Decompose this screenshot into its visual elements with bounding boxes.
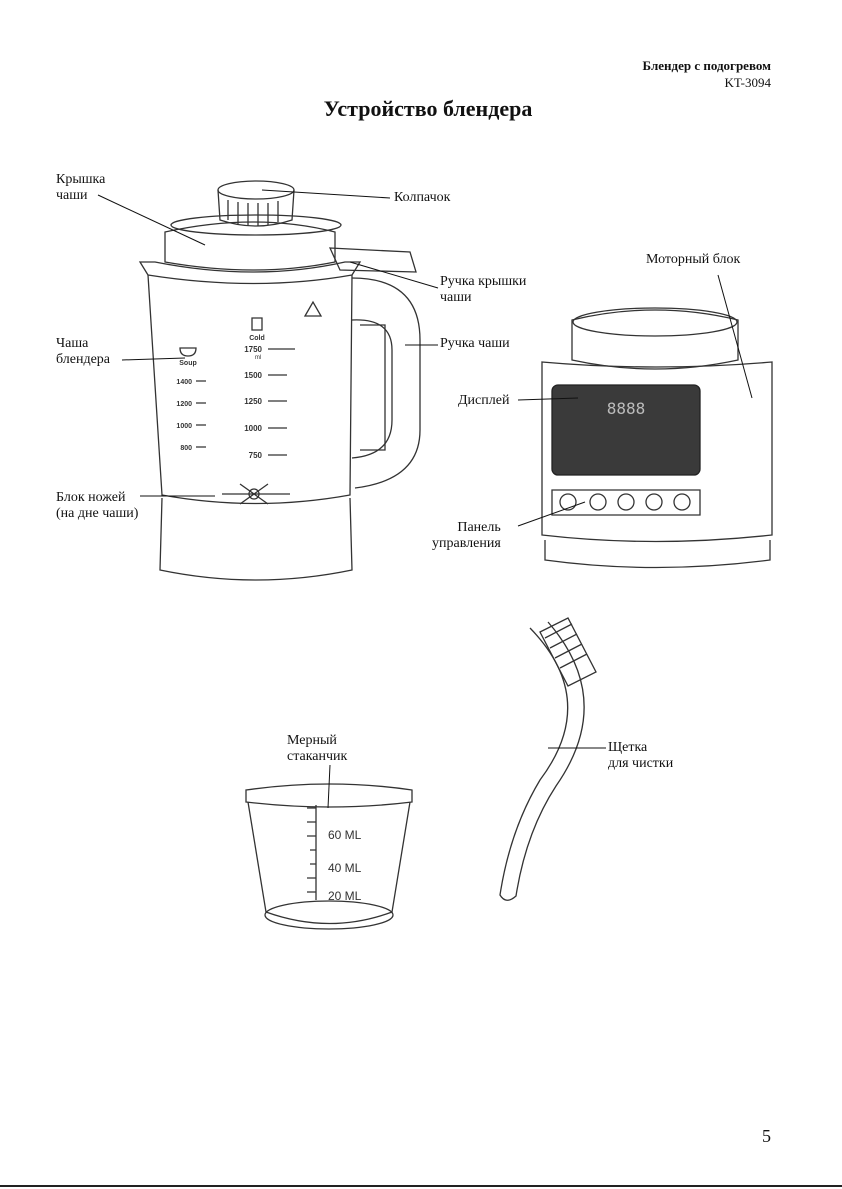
jar-unit-label: ml: [255, 355, 261, 361]
jar-right-mark: 1000: [244, 424, 262, 433]
label-lid: Крышка чаши: [56, 172, 105, 204]
cap-body: [218, 190, 294, 226]
blade-assembly: [222, 484, 290, 504]
label-brush: Щетка для чистки: [608, 740, 673, 772]
jar-soup-label: Soup: [179, 360, 197, 367]
motor-coupling: [572, 310, 738, 369]
btn-4: [646, 494, 662, 510]
cup-bottom: [265, 901, 393, 929]
lid-rim: [171, 215, 341, 235]
label-blades: Блок ножей (на дне чаши): [56, 490, 138, 522]
jar-right-mark: 1500: [244, 371, 262, 380]
measuring-cup-illustration: [246, 784, 412, 929]
jar-base: [160, 498, 352, 580]
page-number: 5: [762, 1126, 771, 1147]
label-jar: Чаша блендера: [56, 336, 110, 368]
label-blades-line1: Блок ножей: [56, 490, 138, 506]
label-lid-line1: Крышка: [56, 172, 105, 188]
jar-right-mark: 750: [249, 451, 263, 460]
jar-right-mark: 1750: [244, 345, 262, 354]
label-panel-line2: управления: [432, 536, 501, 552]
cold-icon: [252, 318, 262, 330]
display-digits: 8888: [607, 399, 646, 418]
label-lid-handle-line2: чаши: [440, 290, 526, 306]
label-brush-line2: для чистки: [608, 756, 673, 772]
left-scale-ticks: [196, 381, 206, 447]
motor-coupling-top: [573, 308, 737, 336]
lid: [165, 222, 335, 270]
right-scale-ticks: [268, 349, 295, 455]
btn-2: [590, 494, 606, 510]
btn-3: [618, 494, 634, 510]
soup-icon: [180, 348, 196, 356]
cup-mark-40: 40 ML: [328, 861, 362, 875]
label-blades-line2: (на дне чаши): [56, 506, 138, 522]
cup-mark-20: 20 ML: [328, 889, 362, 903]
label-measuring-cup: Мерный стаканчик: [287, 733, 347, 765]
label-cup-line2: стаканчик: [287, 749, 347, 765]
bottom-rule: [0, 1185, 842, 1187]
cup-scale: [307, 805, 316, 900]
label-cap: Колпачок: [394, 190, 450, 206]
jar-left-mark: 1200: [176, 401, 192, 408]
label-display: Дисплей: [458, 393, 509, 409]
brush-illustration: [500, 618, 596, 900]
label-lid-handle: Ручка крышки чаши: [440, 274, 526, 306]
cap-top: [218, 181, 294, 199]
label-jar-line2: блендера: [56, 352, 110, 368]
leader-lines: [98, 190, 752, 808]
brush-handle: [500, 622, 584, 900]
label-panel-line1: Панель: [432, 520, 501, 536]
label-jar-line1: Чаша: [56, 336, 110, 352]
label-brush-line1: Щетка: [608, 740, 673, 756]
jar-left-mark: 800: [180, 445, 192, 452]
label-cup-line1: Мерный: [287, 733, 347, 749]
jar-left-mark: 1000: [176, 423, 192, 430]
warning-icon: [305, 302, 321, 316]
jar-left-mark: 1400: [176, 379, 192, 386]
label-jar-handle: Ручка чаши: [440, 336, 510, 352]
label-motor: Моторный блок: [646, 252, 740, 268]
jar-handle-inner: [352, 320, 392, 458]
jar-rim: [140, 262, 360, 284]
btn-5: [674, 494, 690, 510]
label-lid-handle-line1: Ручка крышки: [440, 274, 526, 290]
handle-slot: [360, 325, 385, 450]
brush-head: [540, 618, 596, 686]
jar-right-mark: 1250: [244, 397, 262, 406]
label-lid-line2: чаши: [56, 188, 105, 204]
jar-body: [148, 275, 352, 504]
motor-base: [545, 540, 770, 568]
label-panel: Панель управления: [432, 520, 501, 552]
jar-cold-label: Cold: [249, 335, 265, 342]
cup-mark-60: 60 ML: [328, 828, 362, 842]
